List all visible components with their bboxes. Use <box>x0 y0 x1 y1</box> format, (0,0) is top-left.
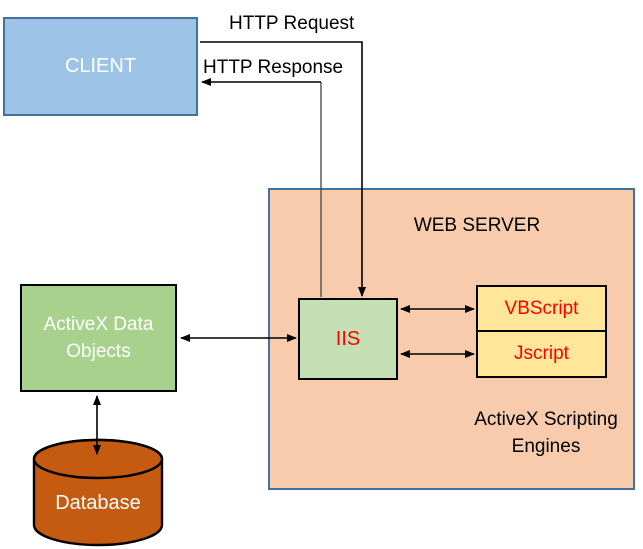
web-server-box: WEB SERVER IIS VBScript Jscript ActiveX … <box>268 188 635 490</box>
vbscript-box: VBScript <box>476 285 607 332</box>
client-label: CLIENT <box>64 55 137 77</box>
jscript-label: Jscript <box>514 343 569 364</box>
activex-data-objects-box: ActiveX Data Objects <box>20 284 177 392</box>
iis-label: IIS <box>335 327 361 350</box>
database-cylinder-top <box>32 438 164 480</box>
scripting-engines-line1: ActiveX Scripting <box>474 409 618 430</box>
scripting-engines-label: ActiveX Scripting Engines <box>436 406 643 460</box>
jscript-box: Jscript <box>476 330 607 378</box>
http-response-label: HTTP Response <box>203 57 344 78</box>
ado-label-line2: Objects <box>66 341 131 362</box>
vbscript-label: VBScript <box>504 297 579 319</box>
iis-box: IIS <box>298 298 398 380</box>
ado-label-line1: ActiveX Data <box>43 314 154 335</box>
http-request-label: HTTP Request <box>229 13 355 34</box>
client-box: CLIENT <box>3 17 198 116</box>
database-label: Database <box>55 492 141 514</box>
scripting-engines-line2: Engines <box>511 436 581 457</box>
web-server-label: WEB SERVER <box>413 215 541 236</box>
